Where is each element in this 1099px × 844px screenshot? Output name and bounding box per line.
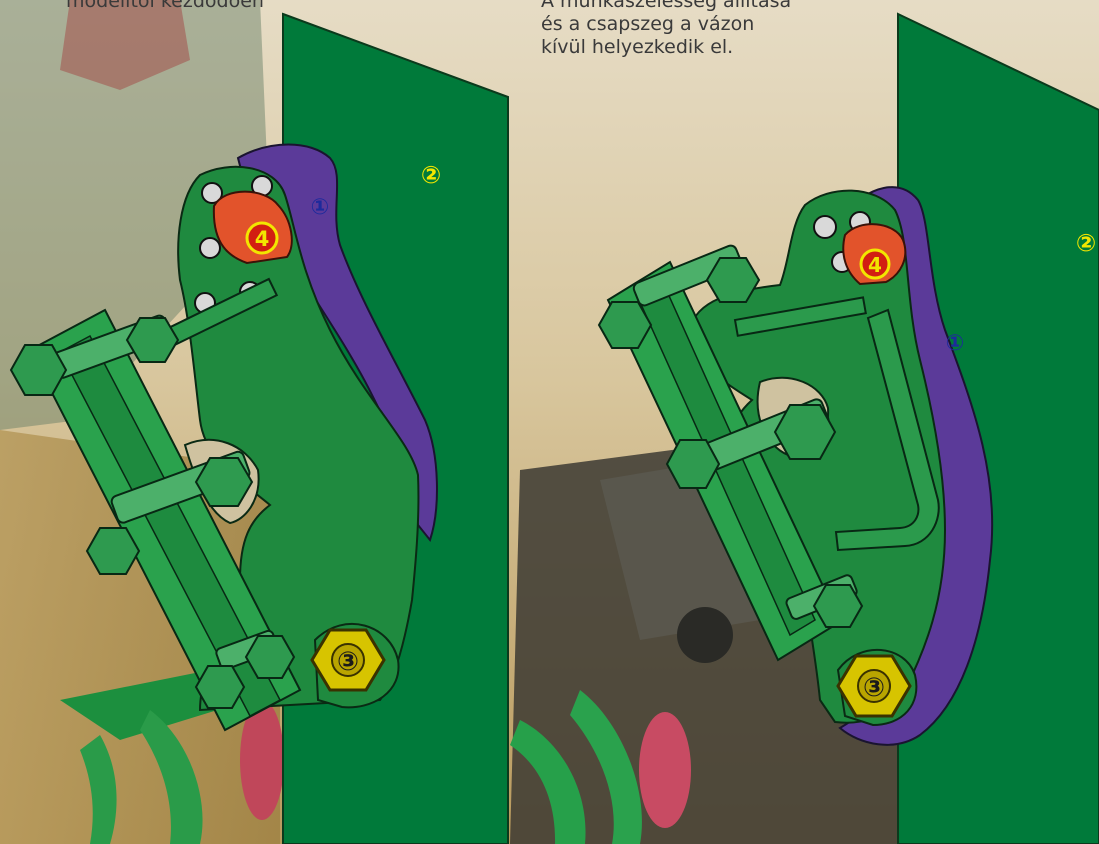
- frame-label-left: ②: [421, 161, 441, 189]
- nut-label-right: ③: [863, 673, 885, 703]
- caption-right-line-3: kívül helyezkedik el.: [541, 36, 791, 59]
- plate-label-right: ①: [946, 331, 965, 356]
- hole-left-3: [200, 238, 220, 258]
- caption-right-line-1: A munkaszélesség állítása: [541, 0, 791, 13]
- bolt-label-left: 4: [255, 227, 270, 251]
- hole-right-1: [814, 216, 836, 238]
- plate-label-left: ①: [311, 195, 330, 220]
- caption-right-line-2: és a csapszeg a vázon: [541, 13, 791, 36]
- caption-left: modelltől kezdődően: [66, 0, 264, 13]
- nut-label-left: ③: [337, 647, 359, 677]
- caption-right: A munkaszélesség állítása és a csapszeg …: [541, 0, 791, 59]
- frame-label-right: ②: [1076, 229, 1096, 257]
- bolt-label-right: 4: [868, 253, 882, 277]
